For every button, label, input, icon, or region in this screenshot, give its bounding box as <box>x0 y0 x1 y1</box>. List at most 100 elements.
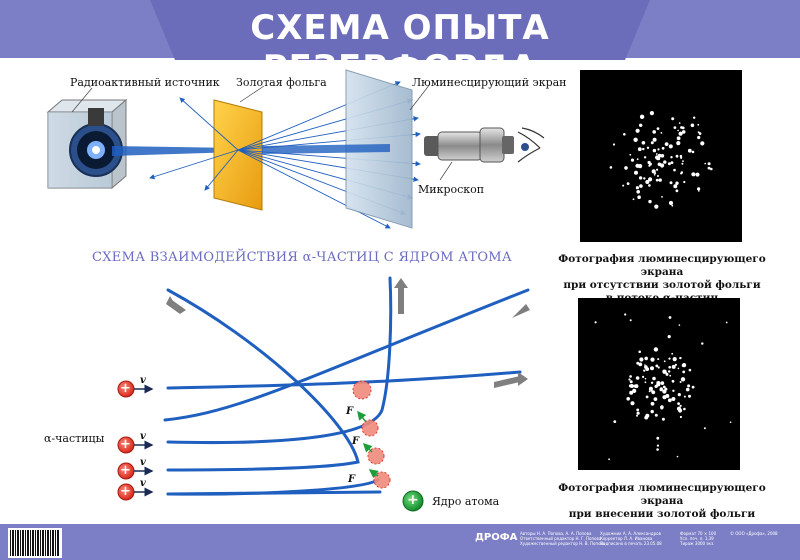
scintillation-dot <box>677 129 679 132</box>
scintillation-dot <box>688 394 691 398</box>
scintillation-dot <box>650 141 654 145</box>
velocity-label-4: v <box>140 478 146 489</box>
scintillation-dot <box>636 414 638 417</box>
scintillation-dot <box>652 376 656 381</box>
alpha-trajectories <box>163 276 530 496</box>
scintillation-dot <box>668 370 671 373</box>
page-title: СХЕМА ОПЫТА РЕЗЕРФОРДА <box>250 8 550 88</box>
credit-2-2: Корректор Л. А. Иванова <box>600 536 653 541</box>
photo-dots-top <box>609 111 713 209</box>
scintillation-dot <box>644 415 649 420</box>
scintillation-dot <box>663 360 666 363</box>
microscope-label: Микроскоп <box>418 183 485 196</box>
scintillation-dot <box>697 187 701 191</box>
scintillation-dot <box>644 364 646 366</box>
scintillation-dot <box>685 387 690 392</box>
alpha-plus-1: + <box>120 381 131 396</box>
scintillation-dot <box>672 389 675 392</box>
eye-icon <box>517 127 545 163</box>
caption-top-line-2: при отсутствии золотой фольги <box>563 279 761 291</box>
footer-credits-2: Художник А. А. Александров Корректор Л. … <box>600 531 662 546</box>
credit-3-2: Усл. печ. л. 1,39 <box>680 536 714 541</box>
scintillation-dot <box>679 154 683 158</box>
scintillation-dot <box>633 137 638 142</box>
scintillation-dot <box>675 154 679 158</box>
scintillation-dot <box>608 458 610 461</box>
scintillation-dot <box>650 409 654 414</box>
scintillation-dot <box>648 184 651 187</box>
scintillation-dot <box>655 153 658 155</box>
nucleus-plus: + <box>407 492 419 508</box>
force-label-1: F <box>346 406 354 417</box>
scintillation-dot <box>634 170 638 175</box>
scintillation-dot <box>633 384 637 388</box>
scintillation-dot <box>677 367 680 370</box>
alpha-beam <box>112 146 238 156</box>
scintillation-dot <box>683 407 686 411</box>
alpha-plus-4: + <box>120 484 131 499</box>
scintillation-dot <box>678 131 683 136</box>
photo-caption-top: Фотография люминесцирующего экрана при о… <box>542 253 782 305</box>
scintillation-dot <box>676 141 681 146</box>
scintillation-dot <box>622 184 625 187</box>
scintillation-dot <box>632 198 635 201</box>
scintillation-dot <box>661 417 665 421</box>
scintillation-dot <box>668 357 671 360</box>
scintillation-dot <box>650 366 654 371</box>
pupil <box>521 143 529 151</box>
scintillation-dot <box>673 126 677 129</box>
scintillation-dot <box>671 204 674 207</box>
scintillation-dot <box>679 404 682 407</box>
scintillation-dot <box>660 132 663 134</box>
scintillation-dot <box>656 436 660 440</box>
atom-nucleus <box>402 490 424 512</box>
scintillation-dot <box>663 369 665 372</box>
scintillation-dot <box>671 397 676 401</box>
scintillation-dot <box>687 148 692 153</box>
scintillation-dot <box>700 141 705 146</box>
scintillation-dot <box>628 378 631 381</box>
publisher-logo: ДРОФА <box>475 532 518 543</box>
alpha-particles <box>117 380 135 501</box>
scintillation-dot <box>681 126 685 130</box>
caption-bottom-line-2: при внесении золотой фольги <box>568 508 756 520</box>
scintillation-dot <box>657 358 660 361</box>
scintillation-dot <box>671 364 676 369</box>
scintillation-dot <box>642 147 645 151</box>
scintillation-dot <box>644 356 648 361</box>
scintillation-dot <box>667 335 671 339</box>
scintillation-dot <box>635 186 639 190</box>
scintillation-dot <box>691 150 695 154</box>
scintillation-dot <box>648 199 652 204</box>
scintillation-dot <box>668 365 671 369</box>
scintillation-dot <box>660 381 665 385</box>
scintillation-dot <box>636 408 640 412</box>
scintillation-dot <box>663 160 667 164</box>
alpha-label: α-частицы <box>44 432 105 445</box>
photo-without-foil <box>580 70 742 242</box>
scintillation-dot <box>656 448 659 451</box>
scintillation-dot <box>648 386 653 391</box>
scintillation-dot <box>624 313 627 316</box>
scintillation-dot <box>629 390 634 395</box>
scintillation-dot <box>674 363 677 366</box>
scintillation-dot <box>682 363 687 368</box>
scintillation-dot <box>670 156 673 159</box>
photo-dots-bottom <box>594 313 732 461</box>
scintillation-dot <box>660 406 664 410</box>
scintillation-dot <box>644 377 647 380</box>
scintillation-dot <box>629 319 632 322</box>
scintillation-dot <box>667 398 672 403</box>
scintillation-dot <box>688 368 692 372</box>
scintillation-dot <box>650 401 655 406</box>
scintillation-dot <box>697 131 700 134</box>
credit-1-3: Художественный редактор Н. В. Попова <box>520 541 606 546</box>
scintillation-dot <box>664 142 669 146</box>
scintillation-dot <box>636 411 640 415</box>
footer-credits-3: Формат 70 × 100 Усл. печ. л. 1,39 Тираж … <box>680 531 716 546</box>
scintillation-dot <box>679 415 682 419</box>
scintillation-dot <box>661 196 663 198</box>
scintillation-dot <box>673 168 676 172</box>
scintillation-dot <box>703 427 706 430</box>
scintillation-dot <box>675 189 679 193</box>
